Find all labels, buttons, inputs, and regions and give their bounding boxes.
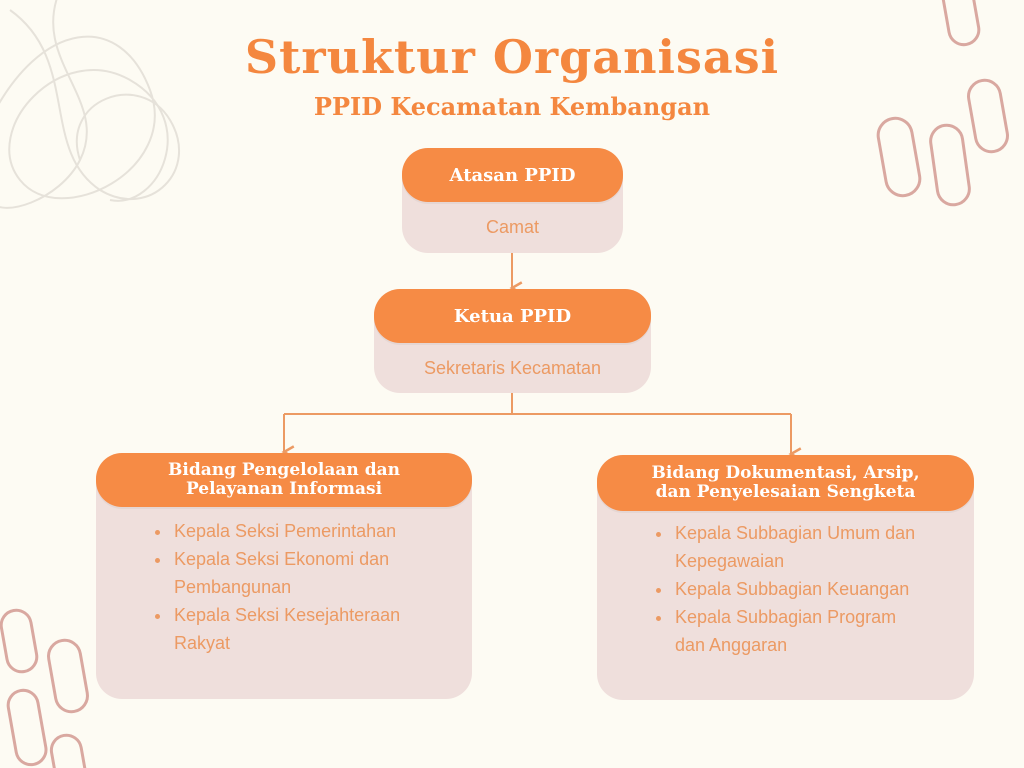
node-bidang-kanan-list: Kepala Subbagian Umum dan Kepegawaian Ke…	[653, 519, 923, 659]
node-bidang-kiri-role-line2: Pelayanan Informasi	[185, 479, 383, 499]
list-item: Kepala Subbagian Umum dan Kepegawaian	[673, 519, 923, 575]
node-atasan-role: Atasan PPID	[449, 164, 576, 186]
list-item: Kepala Subbagian Program dan Anggaran	[673, 603, 923, 659]
decorative-pill	[47, 638, 89, 714]
node-ketua-header: Ketua PPID	[374, 289, 651, 343]
decorative-pill	[6, 688, 48, 767]
node-ketua-body: Sekretaris Kecamatan	[374, 343, 651, 393]
node-ketua-ppid: Ketua PPID Sekretaris Kecamatan	[374, 289, 651, 393]
node-atasan-body: Camat	[402, 202, 623, 253]
node-bidang-dokumentasi: Bidang Dokumentasi, Arsip, dan Penyelesa…	[597, 455, 974, 700]
list-item: Kepala Seksi Ekonomi dan Pembangunan	[172, 545, 432, 601]
page-title: Struktur Organisasi	[244, 30, 780, 84]
node-atasan-ppid: Atasan PPID Camat	[402, 148, 623, 253]
page-subtitle: PPID Kecamatan Kembangan	[313, 92, 711, 121]
list-item: Kepala Seksi Pemerintahan	[172, 517, 432, 545]
node-ketua-role: Ketua PPID	[453, 305, 572, 327]
node-bidang-kanan-role-line1: Bidang Dokumentasi, Arsip,	[651, 463, 920, 483]
decorative-swirl	[9, 9, 181, 201]
decorative-pill	[939, 0, 981, 47]
node-atasan-header: Atasan PPID	[402, 148, 623, 202]
decorative-pill	[0, 608, 39, 674]
decorative-pill	[929, 123, 971, 207]
decorative-swirl	[0, 35, 169, 202]
node-bidang-kanan-header: Bidang Dokumentasi, Arsip, dan Penyelesa…	[597, 455, 974, 511]
list-item: Kepala Seksi Kesejahteraan Rakyat	[172, 601, 432, 657]
decorative-pill	[967, 78, 1009, 154]
node-bidang-kiri-role-line1: Bidang Pengelolaan dan	[168, 460, 400, 480]
decorative-pill	[876, 116, 922, 198]
node-atasan-name: Camat	[485, 217, 539, 237]
node-bidang-kiri-list: Kepala Seksi Pemerintahan Kepala Seksi E…	[152, 517, 432, 657]
node-bidang-kiri-header: Bidang Pengelolaan dan Pelayanan Informa…	[96, 453, 472, 507]
node-ketua-name: Sekretaris Kecamatan	[423, 357, 602, 378]
node-bidang-kanan-role-line2: dan Penyelesaian Sengketa	[655, 482, 916, 502]
node-bidang-pengelolaan: Bidang Pengelolaan dan Pelayanan Informa…	[96, 453, 472, 699]
list-item: Kepala Subbagian Keuangan	[673, 575, 923, 603]
decorative-pill	[49, 733, 89, 768]
decorative-swirl	[0, 0, 88, 209]
